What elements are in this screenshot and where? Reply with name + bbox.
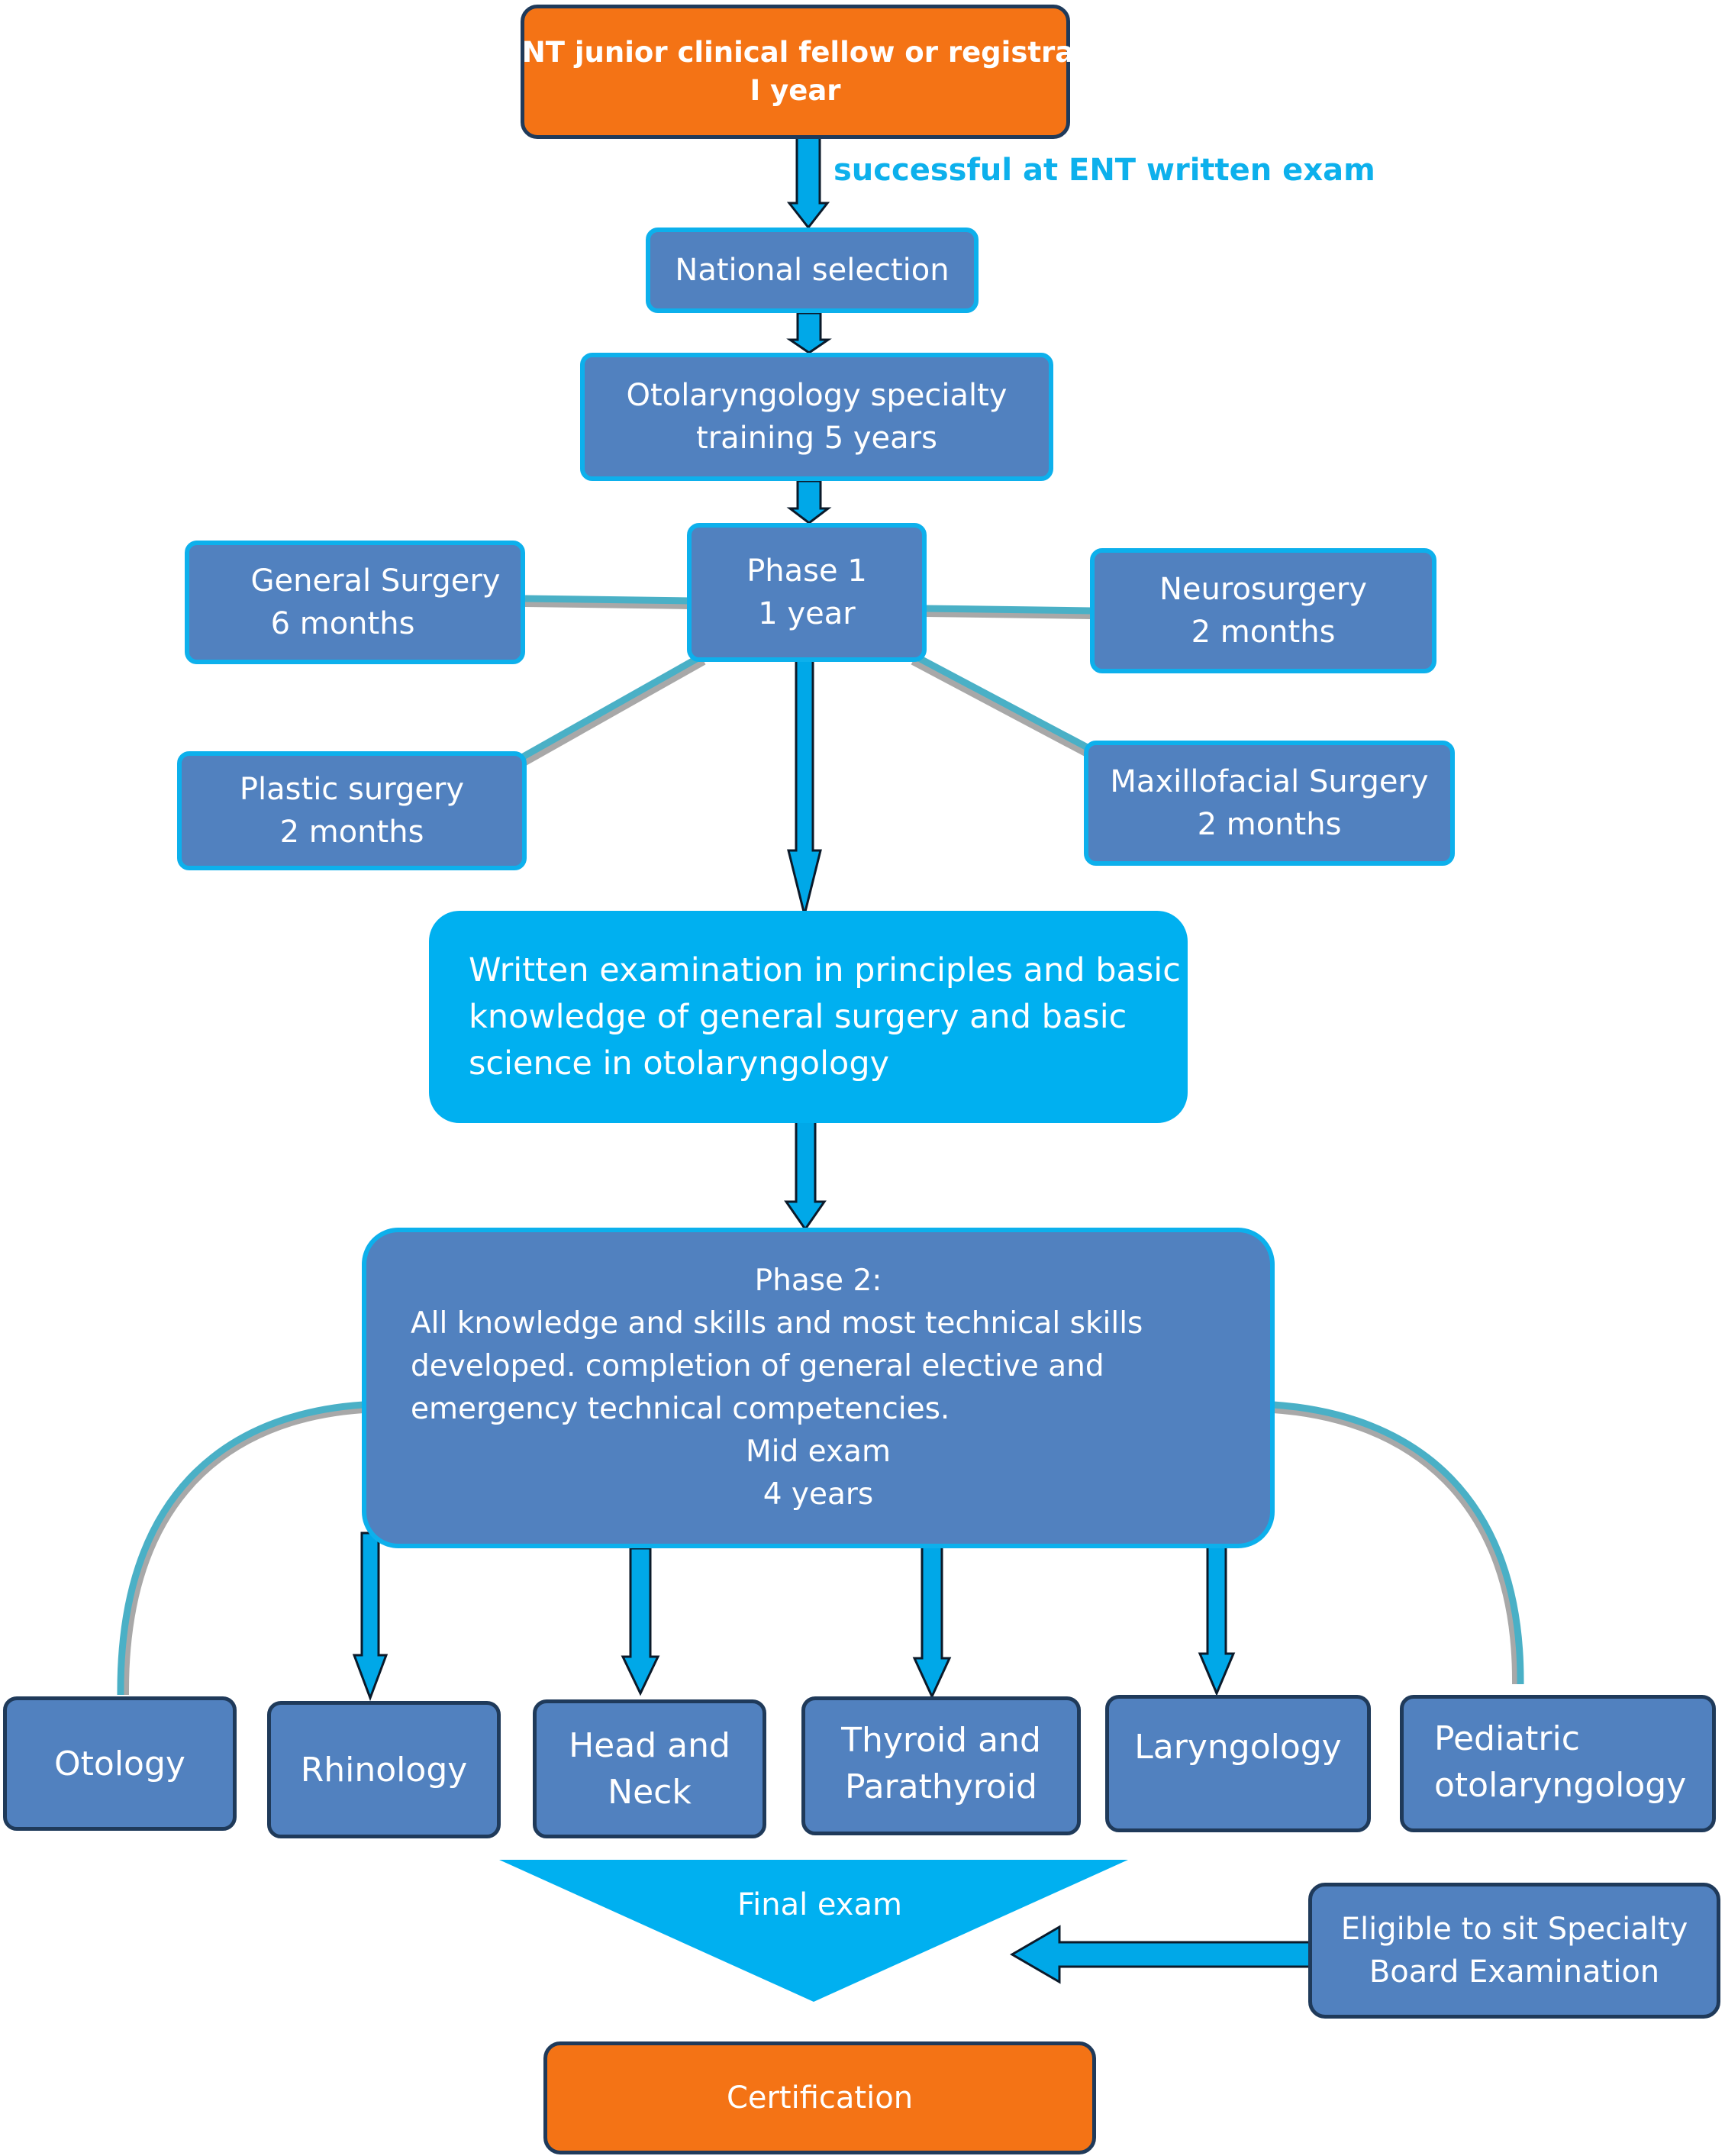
neurosurgery-box: Neurosurgery 2 months: [1090, 548, 1436, 673]
phase2-description-1: All knowledge and skills and most techni…: [411, 1306, 1143, 1341]
eligible-box: Eligible to sit Specialty Board Examinat…: [1308, 1883, 1720, 2019]
specialty-training-line2: training 5 years: [696, 421, 937, 456]
phase2-title: Phase 2:: [754, 1264, 882, 1298]
general-surgery-duration: 6 months: [270, 606, 415, 641]
phase2-mid-exam: Mid exam: [746, 1435, 891, 1469]
pediatric-line1: Pediatric: [1434, 1719, 1580, 1758]
arrow-down-2: [786, 311, 832, 354]
national-selection-box: National selection: [646, 228, 979, 313]
rhinology-box: Rhinology: [267, 1701, 501, 1838]
general-surgery-box: General Surgery 6 months: [185, 541, 525, 664]
general-surgery-label: General Surgery: [250, 563, 501, 599]
arrow-left-eligible: [1010, 1925, 1311, 1984]
maxillofacial-label: Maxillofacial Surgery: [1110, 764, 1429, 799]
arrow-down-thyroid: [912, 1545, 952, 1699]
maxillofacial-box: Maxillofacial Surgery 2 months: [1084, 741, 1455, 866]
phase1-title: Phase 1: [746, 554, 867, 589]
connector-neurosurgery: [924, 609, 1092, 619]
phase1-connectors: [518, 595, 1097, 767]
down-arrows: [352, 134, 1236, 1702]
eligible-line2: Board Examination: [1369, 1954, 1660, 1990]
ent-junior-duration: I year: [750, 74, 841, 107]
head-neck-line2: Neck: [608, 1773, 692, 1812]
phase2-description-2: developed. completion of general electiv…: [411, 1349, 1104, 1383]
eligible-line1: Eligible to sit Specialty: [1340, 1912, 1688, 1947]
thyroid-box: Thyroid and Parathyroid: [801, 1696, 1081, 1835]
otology-label: Otology: [54, 1744, 185, 1783]
plastic-surgery-box: Plastic surgery 2 months: [177, 751, 527, 870]
pediatric-box: Pediatric otolaryngology: [1400, 1695, 1716, 1832]
arc-to-otology: [121, 1406, 364, 1696]
certification-box: Certification: [543, 2041, 1096, 2154]
phase2-arcs: [117, 1401, 1524, 1696]
rhinology-label: Rhinology: [300, 1750, 468, 1790]
phase2-box: Phase 2: All knowledge and skills and mo…: [362, 1228, 1275, 1548]
final-exam-label: Final exam: [737, 1887, 902, 1922]
connector-maxillofacial: [911, 657, 1094, 760]
ent-junior-title: ENT junior clinical fellow or registrar: [502, 36, 1088, 69]
final-exam-triangle: [499, 1860, 1128, 2002]
maxillofacial-duration: 2 months: [1197, 807, 1342, 842]
arrow-down-head-neck: [621, 1547, 660, 1696]
thyroid-line1: Thyroid and: [841, 1721, 1041, 1760]
arrow-down-1: [786, 134, 830, 230]
ent-junior-box: ENT junior clinical fellow or registrar …: [503, 5, 1088, 139]
specialty-training-box: Otolaryngology specialty training 5 year…: [580, 353, 1053, 481]
plastic-surgery-duration: 2 months: [279, 815, 424, 850]
pediatric-line2: otolaryngology: [1434, 1766, 1687, 1805]
exam-condition-label: successful at ENT written exam: [833, 153, 1375, 188]
laryngology-label: Laryngology: [1134, 1728, 1342, 1767]
written-exam-line2: knowledge of general surgery and basic: [469, 997, 1127, 1036]
phase1-box: Phase 1 1 year: [687, 523, 927, 662]
written-exam-line1: Written examination in principles and ba…: [469, 951, 1181, 989]
head-neck-box: Head and Neck: [533, 1699, 766, 1838]
written-exam-box: Written examination in principles and ba…: [429, 911, 1188, 1123]
arrow-down-4: [787, 658, 822, 915]
arc-to-pediatric: [1272, 1406, 1520, 1685]
specialty-training-line1: Otolaryngology specialty: [626, 378, 1008, 413]
connector-plastic-surgery: [521, 657, 706, 767]
arrow-down-rhinology: [352, 1531, 389, 1702]
national-selection-label: National selection: [675, 253, 950, 288]
neurosurgery-duration: 2 months: [1191, 615, 1336, 650]
neurosurgery-label: Neurosurgery: [1159, 572, 1367, 607]
arrow-down-3: [786, 479, 832, 524]
phase2-description-3: emergency technical competencies.: [411, 1392, 950, 1426]
phase2-duration: 4 years: [763, 1477, 874, 1512]
arrow-down-laryngology: [1198, 1545, 1236, 1696]
otology-box: Otology: [3, 1696, 237, 1831]
laryngology-box: Laryngology: [1105, 1695, 1371, 1832]
phase1-duration: 1 year: [758, 596, 856, 631]
written-exam-line3: science in otolaryngology: [469, 1044, 890, 1083]
certification-label: Certification: [726, 2080, 914, 2116]
head-neck-line1: Head and: [569, 1726, 730, 1765]
thyroid-line2: Parathyroid: [845, 1767, 1037, 1806]
plastic-surgery-label: Plastic surgery: [239, 772, 465, 807]
arrow-down-5: [784, 1119, 827, 1231]
connector-general-surgery: [524, 599, 691, 609]
